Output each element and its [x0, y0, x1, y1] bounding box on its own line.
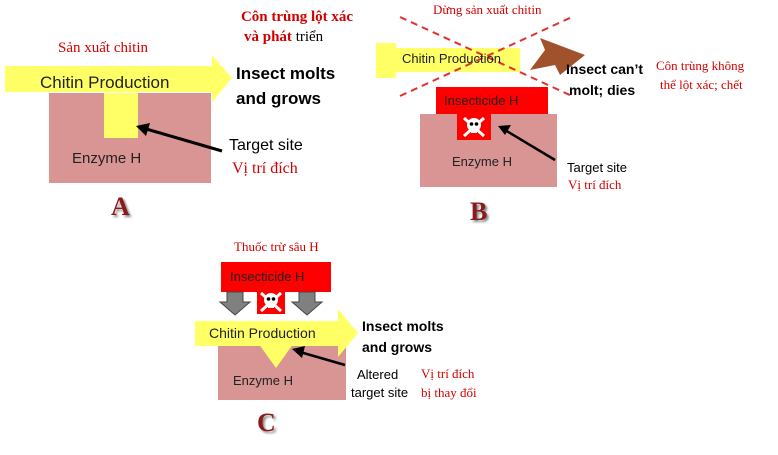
target-pointer-b — [504, 128, 556, 162]
panel-b-target-vi: Vị trí đích — [568, 177, 622, 192]
panel-c-target-en-line2: target site — [351, 385, 409, 400]
panel-c-target-en-line1: Altered — [357, 367, 399, 382]
chitin-arrow-c — [195, 309, 358, 357]
cross-line-1 — [399, 16, 573, 97]
panel-c-insecticide-label: Insecticide H — [230, 269, 305, 284]
skull-crossbones-icon-c — [259, 291, 283, 313]
panel-b-target-en: Target site — [567, 160, 627, 175]
skull-crossbones-icon-b — [462, 116, 486, 138]
target-pointer-a — [142, 126, 223, 153]
panel-c-chitin-label: Chitin Production — [209, 325, 316, 341]
down-arrow-left-c — [218, 291, 252, 316]
down-arrow-right-c — [290, 291, 324, 316]
panel-b-outcome-vi-line1: Côn trùng không — [656, 58, 745, 73]
panel-a-title-vi: Sản xuất chitin — [58, 40, 148, 56]
insecticide-h-block-c — [221, 262, 331, 292]
target-pointer-c — [299, 350, 346, 367]
panel-a-target-vi: Vị trí đích — [232, 160, 298, 177]
panel-a-target-en: Target site — [229, 137, 303, 154]
target-pointer-b-head — [498, 125, 511, 135]
panel-b-letter: B — [470, 197, 488, 226]
target-pointer-c-head — [292, 346, 305, 358]
panel-b-enzyme-label: Enzyme H — [452, 154, 512, 169]
panel-a-chitin-label: Chitin Production — [40, 73, 170, 92]
cross-line-2 — [399, 16, 573, 97]
panel-c-enzyme-label: Enzyme H — [233, 373, 293, 388]
panel-a-outcome-vi-line1: Côn trùng lột xác — [240, 9, 354, 25]
chitin-arrow-a — [5, 55, 232, 102]
panel-a-outcome-vi-line2: và phát triển — [244, 29, 323, 46]
target-site-notch-a — [104, 93, 138, 138]
panel-c-outcome-en-line2: and grows — [362, 339, 433, 355]
panel-a-outcome-vi-line2-red: và phát — [244, 29, 292, 45]
panel-a-enzyme-label: Enzyme H — [72, 150, 142, 167]
panel-b-outcome-vi-line2: thể lột xác; chết — [660, 77, 743, 92]
panel-b-outcome-en-line2: molt; dies — [569, 82, 636, 98]
panel-b-title-vi: Dừng sản xuất chitin — [433, 2, 542, 17]
panel-c-target-vi-line2: bị thay đổi — [421, 385, 477, 400]
target-pointer-a-head — [136, 123, 150, 136]
panel-c-title-vi: Thuốc trừ sâu H — [234, 239, 319, 254]
panel-a-outcome-vi-line2-black: triển — [295, 29, 324, 45]
panel-c-letter: C — [257, 408, 276, 437]
panel-a-outcome-en-line2: and grows — [236, 89, 322, 108]
panel-b-chitin-label: Chitin Production — [402, 51, 501, 66]
chitin-arrow-b — [376, 43, 520, 78]
blocked-arrow-b — [530, 38, 585, 75]
panel-a-outcome-en-line1: Insect molts — [236, 64, 336, 83]
panel-b-insecticide-label: Insecticide H — [444, 93, 519, 108]
panel-b-outcome-en-line1: Insect can’t — [566, 61, 644, 77]
insecticide-h-block-b — [436, 87, 548, 114]
panel-c-target-vi-line1: Vị trí đích — [421, 366, 475, 381]
panel-a-letter: A — [111, 192, 130, 221]
panel-c-outcome-en-line1: Insect molts — [362, 318, 444, 334]
altered-target-notch-c — [256, 340, 296, 368]
